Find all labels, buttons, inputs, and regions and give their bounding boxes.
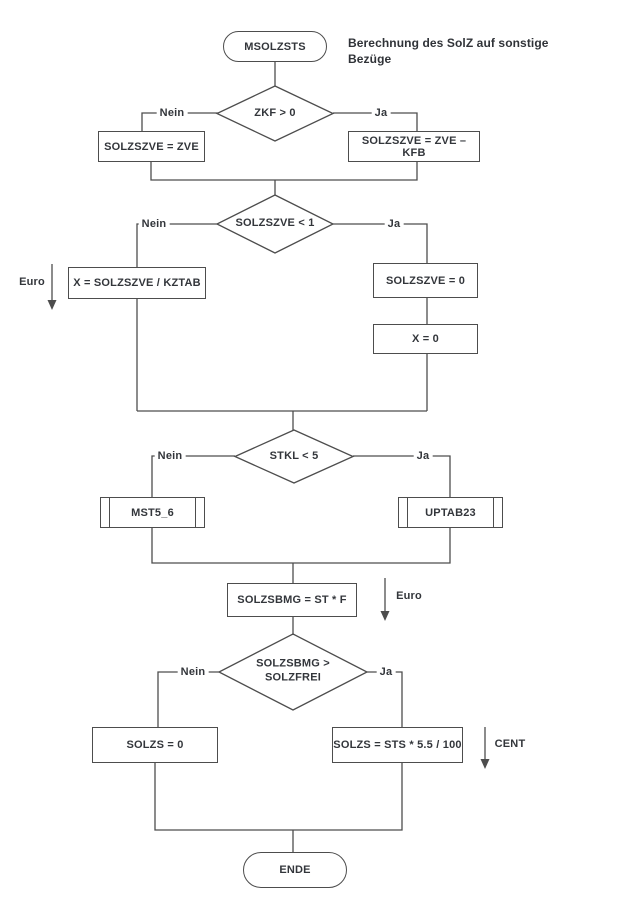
process-x-0: X = 0 bbox=[373, 324, 478, 354]
connector-d4-ja bbox=[367, 671, 403, 727]
euro-arrow-left bbox=[47, 264, 57, 310]
euro-label-left: Euro bbox=[16, 276, 48, 288]
connector-d4-nein bbox=[157, 671, 219, 727]
end-terminator: ENDE bbox=[243, 852, 347, 888]
subroutine-bar bbox=[492, 498, 494, 527]
subroutine-uptab23-label: UPTAB23 bbox=[425, 506, 476, 519]
process-solzszve-zve-kfb-label: SOLZSZVE = ZVE – KFB bbox=[361, 134, 467, 159]
process-solzs-0: SOLZS = 0 bbox=[92, 727, 218, 763]
process-solzszve-zve-label: SOLZSZVE = ZVE bbox=[104, 140, 199, 153]
connector-d3-ja bbox=[353, 455, 451, 497]
page-title: Berechnung des SolZ auf sonstige Bezüge bbox=[348, 36, 549, 67]
process-solzszve-zve-kfb: SOLZSZVE = ZVE – KFB bbox=[348, 131, 480, 162]
start-terminator: MSOLZSTS bbox=[223, 31, 327, 62]
cent-arrow bbox=[480, 727, 490, 769]
connector-merge3 bbox=[151, 528, 451, 564]
process-x-kztab: X = SOLZSZVE / KZTAB bbox=[68, 267, 206, 299]
cent-label: CENT bbox=[491, 738, 529, 750]
connector-merge1 bbox=[150, 162, 418, 181]
process-solzszve-0: SOLZSZVE = 0 bbox=[373, 263, 478, 298]
branch-nein-1: Nein bbox=[156, 107, 188, 119]
branch-ja-3: Ja bbox=[413, 450, 433, 462]
decision-zkf-label: ZKF > 0 bbox=[254, 106, 296, 119]
connector-d3-nein bbox=[151, 455, 235, 497]
process-solzs-formula-label: SOLZS = STS * 5.5 / 100 bbox=[333, 739, 462, 751]
process-x-kztab-label: X = SOLZSZVE / KZTAB bbox=[73, 277, 201, 289]
process-solzsbmg-st-f-label: SOLZSBMG = ST * F bbox=[237, 594, 347, 606]
subroutine-mst5-6-label: MST5_6 bbox=[131, 506, 174, 519]
branch-nein-3: Nein bbox=[154, 450, 186, 462]
connector-d2-ja bbox=[333, 223, 428, 263]
branch-nein-4: Nein bbox=[177, 666, 209, 678]
subroutine-bar bbox=[194, 498, 196, 527]
subroutine-uptab23: UPTAB23 bbox=[398, 497, 503, 528]
process-solzsbmg-st-f: SOLZSBMG = ST * F bbox=[227, 583, 357, 617]
branch-nein-2: Nein bbox=[138, 218, 170, 230]
connector-merge4 bbox=[154, 763, 403, 831]
decision-solzszve-shape bbox=[215, 194, 335, 254]
subroutine-bar bbox=[109, 498, 111, 527]
process-solzszve-0-label: SOLZSZVE = 0 bbox=[385, 274, 466, 287]
process-solzs-formula: SOLZS = STS * 5.5 / 100 bbox=[332, 727, 463, 763]
decision-stkl-shape bbox=[233, 429, 355, 484]
connector-d1-nein bbox=[141, 112, 218, 131]
decision-solzsbmg-shape bbox=[217, 633, 369, 711]
branch-ja-2: Ja bbox=[384, 218, 404, 230]
decision-solzszve-label: SOLZSZVE < 1 bbox=[235, 217, 315, 230]
process-solzszve-zve: SOLZSZVE = ZVE bbox=[98, 131, 205, 162]
connector-d2-nein bbox=[136, 223, 218, 267]
branch-ja-1: Ja bbox=[371, 107, 391, 119]
process-solzs-0-label: SOLZS = 0 bbox=[126, 739, 184, 751]
decision-solzsbmg-label: SOLZSBMG > SOLZFREI bbox=[256, 657, 330, 683]
end-label: ENDE bbox=[279, 864, 311, 876]
decision-stkl-label: STKL < 5 bbox=[269, 449, 319, 462]
connector-d1-ja bbox=[333, 112, 418, 131]
process-x-0-label: X = 0 bbox=[412, 333, 439, 345]
euro-label-right: Euro bbox=[393, 590, 425, 602]
euro-arrow-right bbox=[380, 578, 390, 621]
branch-ja-4: Ja bbox=[376, 666, 396, 678]
decision-zkf-shape bbox=[215, 85, 335, 142]
subroutine-bar bbox=[407, 498, 409, 527]
start-label: MSOLZSTS bbox=[244, 40, 306, 53]
subroutine-mst5-6: MST5_6 bbox=[100, 497, 205, 528]
